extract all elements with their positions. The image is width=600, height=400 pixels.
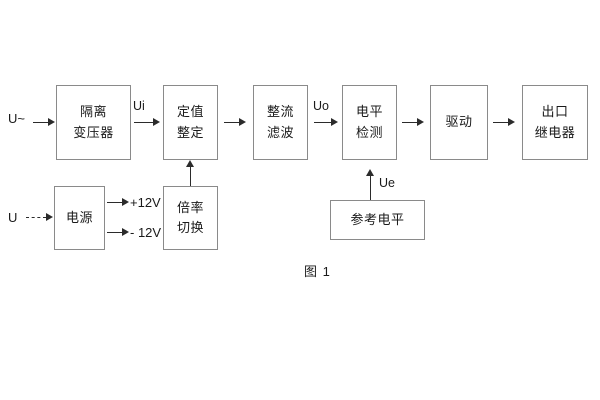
dc-input-label: U <box>8 210 18 225</box>
block-rectify-filter: 整流 滤波 <box>253 85 308 160</box>
block-power-supply-line1: 电源 <box>65 209 93 225</box>
block-setting-value: 定值 整定 <box>163 85 218 160</box>
block-drive-line1: 驱动 <box>445 114 473 130</box>
rail-label-positive: +12V <box>130 195 161 210</box>
arrowhead-ac-input-to-isolation-transformer <box>48 118 55 126</box>
connector-power-supply-positive-rail <box>107 202 123 203</box>
block-output-relay-line1: 出口 <box>541 104 569 120</box>
connector-rectify-filter-to-level-detection <box>314 122 332 123</box>
connector-isolation-transformer-to-setting-value <box>134 122 154 123</box>
arrowhead-drive-to-output-relay <box>508 118 515 126</box>
arrowhead-isolation-transformer-to-setting-value <box>153 118 160 126</box>
arrowhead-power-supply-positive-rail <box>122 198 129 206</box>
connector-ac-input-to-isolation-transformer <box>33 122 49 123</box>
block-rectify-filter-line1: 整流 <box>266 104 294 120</box>
signal-label-ui: Ui <box>133 99 145 113</box>
connector-multiplier-switch-to-setting-value <box>190 167 191 186</box>
arrowhead-dc-input-to-power-supply <box>46 213 53 221</box>
arrowhead-rectify-filter-to-level-detection <box>331 118 338 126</box>
block-multiplier-switch-line2: 切换 <box>176 220 204 235</box>
block-isolation-transformer-line1: 隔离 <box>79 104 107 120</box>
connector-level-detection-to-drive <box>402 122 418 123</box>
block-multiplier-switch-line1: 倍率 <box>176 199 204 215</box>
block-reference-level: 参考电平 <box>330 200 425 240</box>
connector-drive-to-output-relay <box>493 122 509 123</box>
signal-label-ue: Ue <box>379 176 395 190</box>
connector-power-supply-negative-rail <box>107 232 123 233</box>
rail-label-negative: - 12V <box>130 225 162 240</box>
arrowhead-reference-level-to-level-detection <box>366 169 374 176</box>
block-multiplier-switch: 倍率 切换 <box>163 186 218 250</box>
arrowhead-level-detection-to-drive <box>417 118 424 126</box>
connector-setting-value-to-rectify-filter <box>224 122 240 123</box>
connector-reference-level-to-level-detection <box>370 176 371 200</box>
block-reference-level-line1: 参考电平 <box>350 211 405 227</box>
block-isolation-transformer: 隔离 变压器 <box>56 85 131 160</box>
block-drive: 驱动 <box>430 85 488 160</box>
arrowhead-multiplier-switch-to-setting-value <box>186 160 194 167</box>
signal-label-uo: Uo <box>313 99 329 113</box>
ac-input-label: U~ <box>8 111 25 126</box>
block-setting-value-line1: 定值 <box>176 104 204 120</box>
block-isolation-transformer-line2: 变压器 <box>73 124 114 140</box>
block-power-supply: 电源 <box>54 186 105 250</box>
arrowhead-setting-value-to-rectify-filter <box>239 118 246 126</box>
block-rectify-filter-line2: 滤波 <box>266 124 294 140</box>
block-setting-value-line2: 整定 <box>176 124 204 140</box>
block-level-detection: 电平 检测 <box>342 85 397 160</box>
block-output-relay: 出口 继电器 <box>522 85 588 160</box>
block-level-detection-line2: 检测 <box>355 124 383 140</box>
connector-dc-input-to-power-supply <box>26 217 46 218</box>
figure-caption: 图 1 <box>304 264 331 279</box>
block-output-relay-line2: 继电器 <box>534 124 576 140</box>
block-level-detection-line1: 电平 <box>355 104 383 120</box>
arrowhead-power-supply-negative-rail <box>122 228 129 236</box>
